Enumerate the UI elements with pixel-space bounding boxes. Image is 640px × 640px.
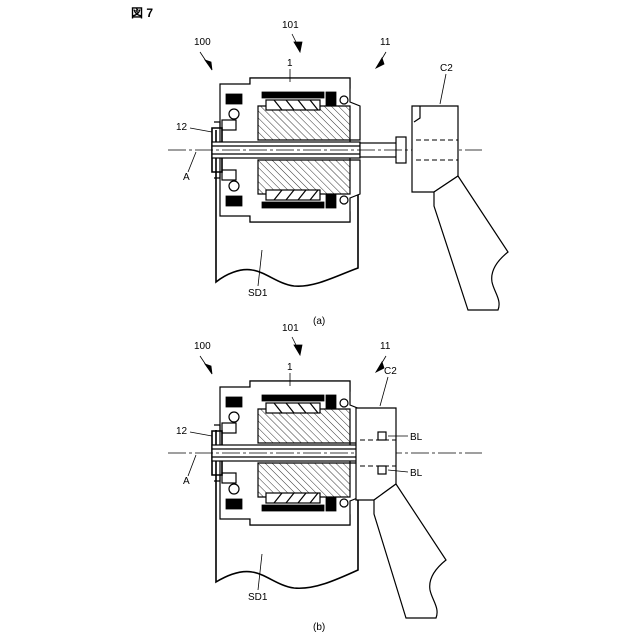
view-a — [168, 78, 508, 310]
coupling-c2-b — [356, 408, 396, 500]
view-b — [168, 381, 482, 618]
label-11-a: 11 — [380, 37, 391, 48]
robot-arm-b — [374, 484, 446, 618]
label-12-b: 12 — [176, 426, 188, 437]
label-axis-a-b: A — [183, 476, 190, 487]
label-axis-a-a: A — [183, 172, 190, 183]
label-12-a: 12 — [176, 122, 188, 133]
label-bl-upper: BL — [410, 432, 423, 443]
bolt-bl-upper — [378, 432, 386, 440]
figure-title: 図 7 — [131, 6, 153, 20]
bolt-bl-lower — [378, 466, 386, 474]
caption-b: (b) — [313, 622, 325, 633]
label-101-a: 101 — [282, 20, 299, 31]
robot-arm-a — [434, 176, 508, 310]
label-c2-b: C2 — [384, 366, 397, 377]
label-c2-a: C2 — [440, 63, 453, 74]
label-100-a: 100 — [194, 37, 211, 48]
label-1-a: 1 — [287, 58, 293, 69]
label-100-b: 100 — [194, 341, 211, 352]
label-1-b: 1 — [287, 362, 293, 373]
label-sd1-a: SD1 — [248, 288, 268, 299]
label-bl-lower: BL — [410, 468, 423, 479]
label-sd1-b: SD1 — [248, 592, 268, 603]
label-11-b: 11 — [380, 341, 391, 352]
label-101-b: 101 — [282, 323, 299, 334]
caption-a: (a) — [313, 316, 325, 327]
